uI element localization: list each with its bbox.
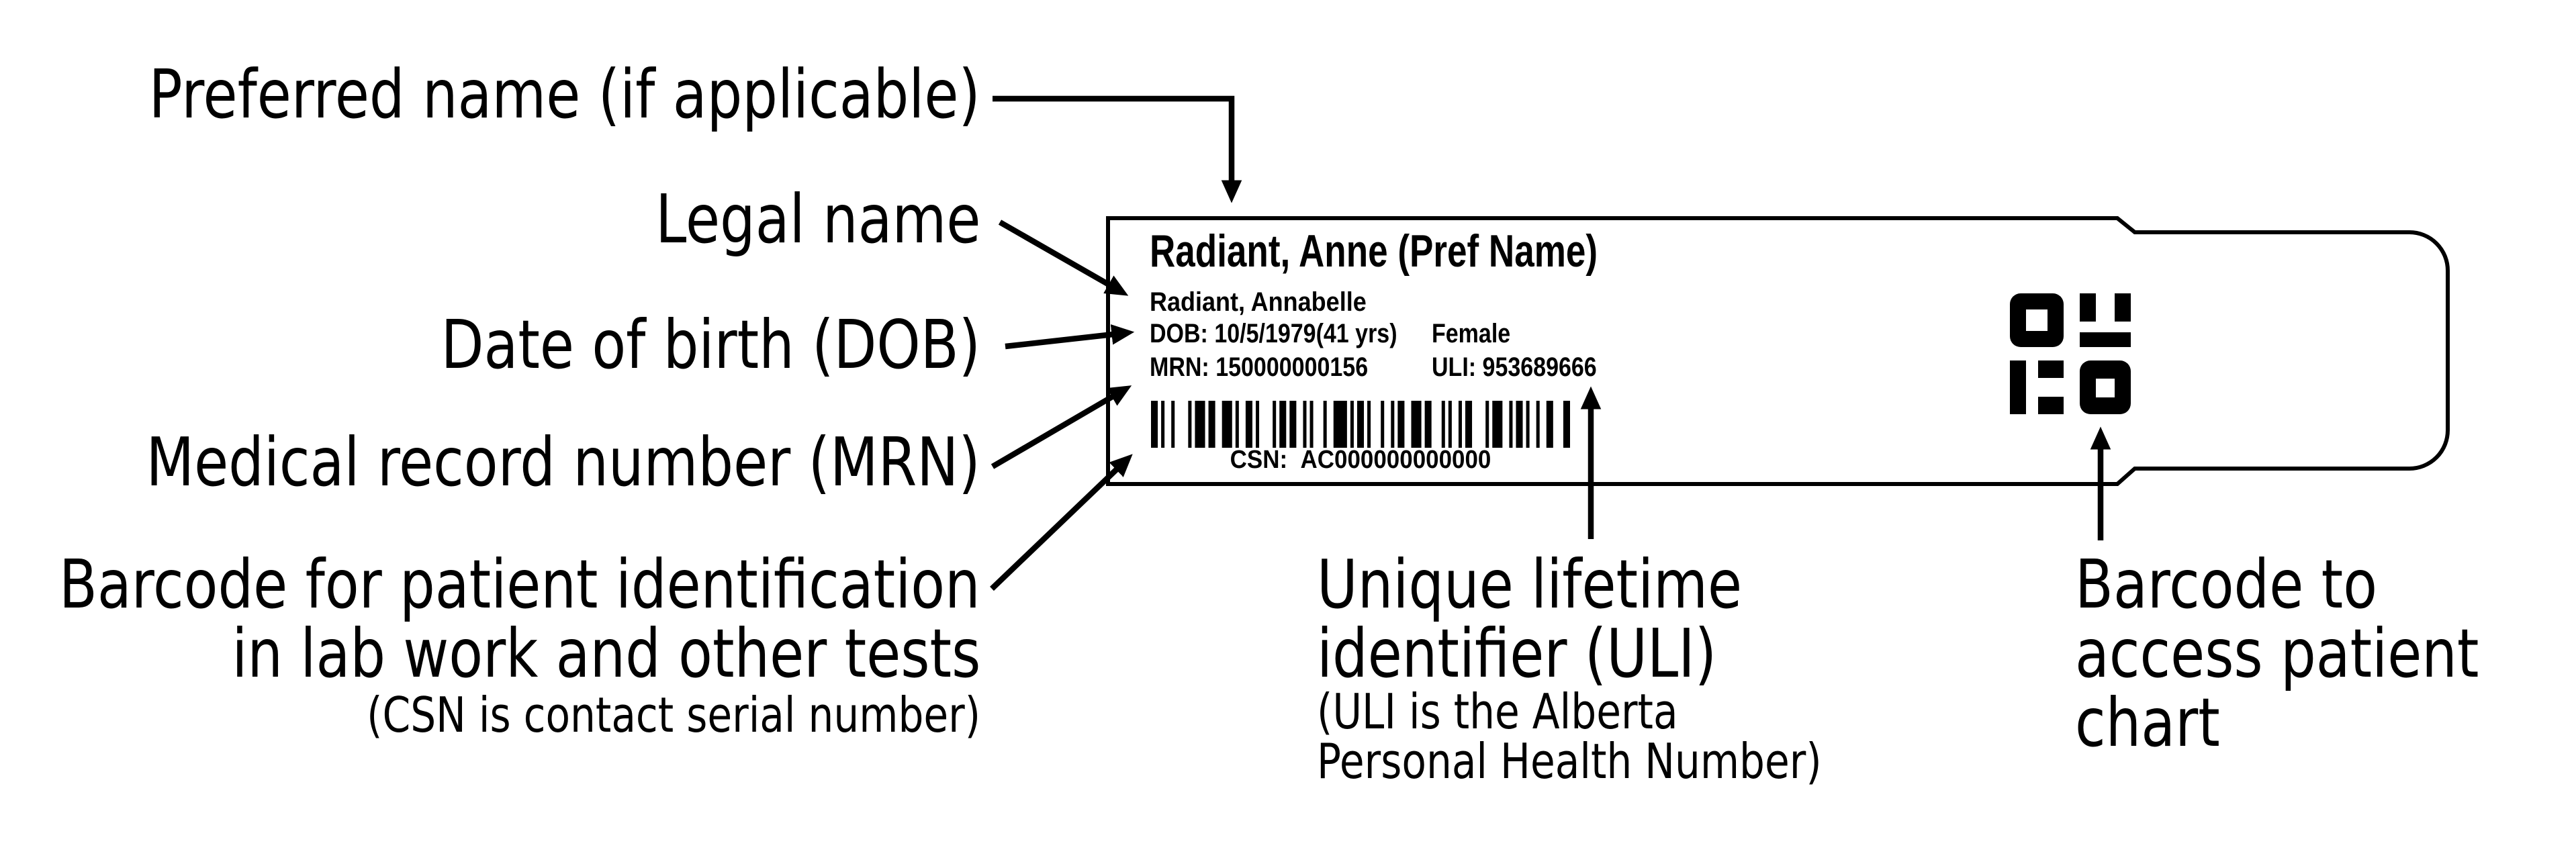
arrow-lab-barcode (990, 454, 1133, 591)
patient-sex: Female (1432, 319, 1511, 348)
label-chart-barcode-line3: chart (2075, 683, 2220, 762)
arrow-legal-name (998, 220, 1129, 296)
label-preferred-name: Preferred name (if applicable) (148, 55, 980, 134)
patient-legal-name: Radiant, Annabelle (1150, 287, 1367, 317)
patient-preferred-name: Radiant, Anne (Pref Name) (1150, 226, 1598, 277)
arrow-dob (1005, 324, 1135, 350)
label-legal-name: Legal name (655, 180, 980, 258)
patient-mrn: MRN: 150000000156 (1150, 352, 1369, 382)
label-uli-line1: Unique lifetime (1317, 545, 1743, 624)
label-uli-note-line1: (ULI is the Alberta (1317, 683, 1678, 740)
patient-uli: ULI: 953689666 (1432, 352, 1597, 382)
arrow-mrn (991, 385, 1132, 469)
label-uli-line2: identifier (ULI) (1317, 614, 1717, 693)
chart-access-barcode-icon (2010, 293, 2131, 414)
label-lab-barcode-line2: in lab work and other tests (232, 614, 980, 693)
arrow-preferred-name (993, 95, 1242, 203)
label-chart-barcode-line1: Barcode to (2075, 545, 2377, 624)
patient-dob: DOB: 10/5/1979(41 yrs) (1150, 319, 1397, 348)
label-dob: Date of birth (DOB) (441, 305, 980, 384)
label-lab-barcode-line1: Barcode for patient identification (59, 545, 980, 624)
label-mrn: Medical record number (MRN) (146, 423, 980, 501)
lab-barcode-icon (1151, 401, 1570, 448)
patient-csn: CSN: AC000000000000 (1230, 446, 1491, 474)
label-uli-note-line2: Personal Health Number) (1317, 733, 1822, 789)
label-lab-barcode-note: (CSN is contact serial number) (367, 687, 980, 743)
label-chart-barcode-line2: access patient (2075, 614, 2479, 693)
